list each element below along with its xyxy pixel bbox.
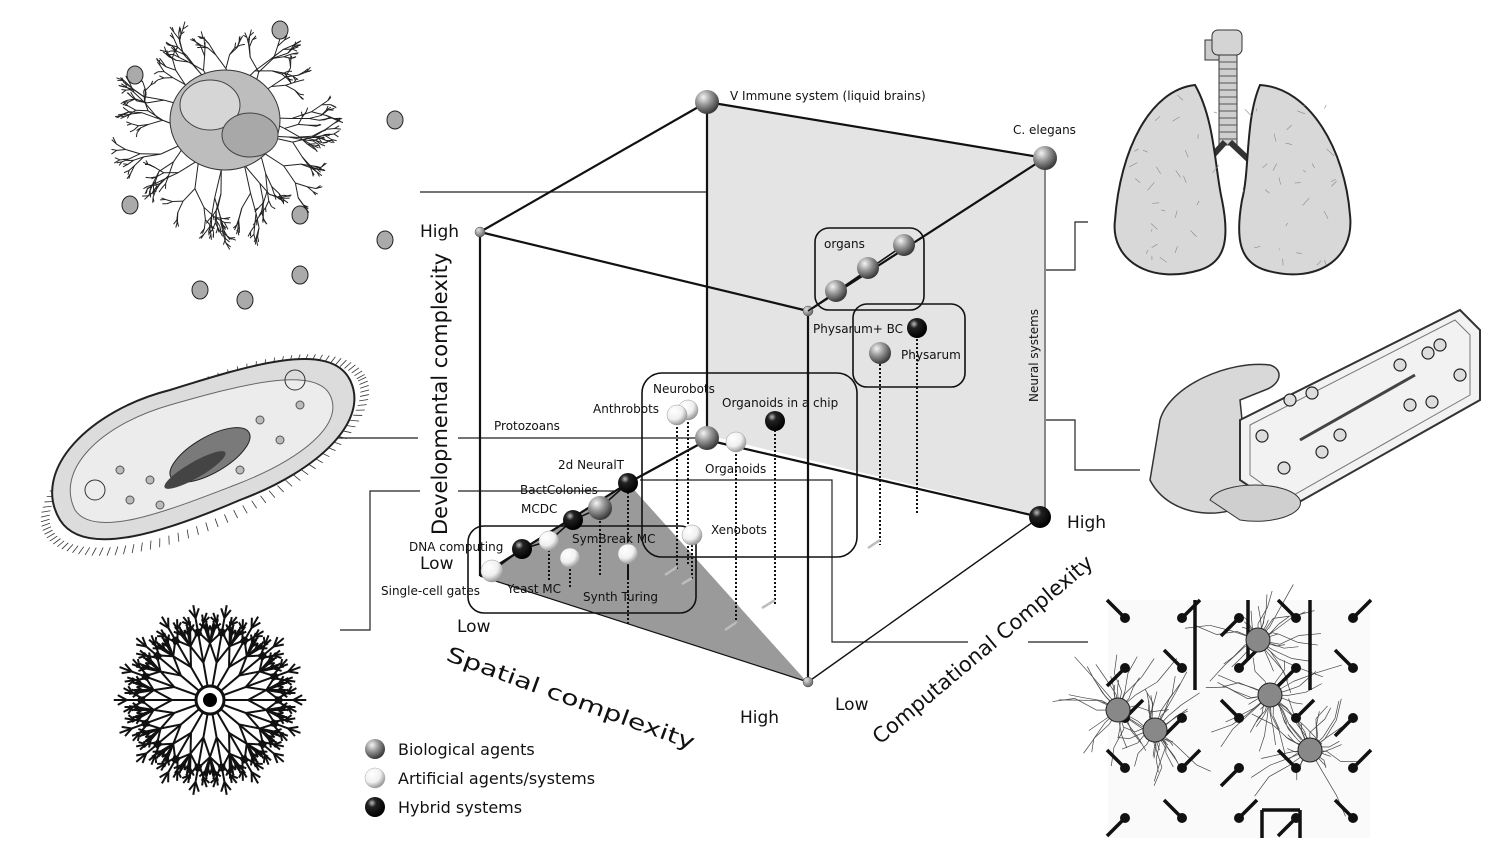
legend: Biological agents Artificial agents/syst… <box>364 739 595 817</box>
label-mcdc: MCDC <box>521 502 557 516</box>
mid-group-box <box>641 372 858 558</box>
label-physarum-bc: Physarum+ BC <box>813 322 903 336</box>
connector-fractal <box>340 490 420 631</box>
point-labels: V Immune system (liquid brains) C. elega… <box>381 89 1076 604</box>
label-organoids-chip: Organoids in a chip <box>722 396 838 410</box>
spatial-axis-high: High <box>740 708 779 728</box>
label-bactcolonies: BactColonies <box>520 483 598 497</box>
label-anthrobots: Anthrobots <box>593 402 659 416</box>
drop-lines <box>548 335 918 625</box>
legend-label-hybrid: Hybrid systems <box>398 798 522 817</box>
point-organs-3 <box>893 234 915 256</box>
point-protozoans <box>695 426 719 450</box>
point-yeast <box>559 547 581 569</box>
cube-corner-node <box>802 676 814 688</box>
point-organs-1 <box>825 280 847 302</box>
point-neuralt2d <box>618 473 638 493</box>
label-neurobots: Neurobots <box>653 382 715 396</box>
cube-corner-node <box>474 226 486 238</box>
label-symbreak: SymBreak MC <box>572 532 656 546</box>
spatial-axis-title: Spatial complexity <box>443 642 698 755</box>
point-organoids_chip <box>765 411 785 431</box>
dev-axis-high: High <box>420 222 459 242</box>
point-anthrobots <box>666 404 688 426</box>
label-physarum: Physarum <box>901 348 961 362</box>
low-group-box <box>467 525 697 614</box>
point-synthturing <box>617 543 639 565</box>
point-xenobots <box>681 524 703 546</box>
comp-axis-high: High <box>1067 513 1106 533</box>
floor-shadow-marks <box>664 538 881 632</box>
point-bactcolonies <box>588 496 612 520</box>
legend-label-biological: Biological agents <box>398 740 535 759</box>
legend-label-artificial: Artificial agents/systems <box>398 769 595 788</box>
lungs-illustration <box>1113 29 1352 276</box>
label-dna-computing: DNA computing <box>409 540 503 554</box>
dev-axis-low: Low <box>420 554 454 574</box>
label-organs: organs <box>824 237 865 251</box>
comp-axis-low: Low <box>835 695 869 715</box>
label-organoids: Organoids <box>705 462 766 476</box>
point-symbreak <box>538 530 560 552</box>
fungal-mycelium-illustration <box>111 20 404 310</box>
legend-item-hybrid: Hybrid systems <box>365 797 522 817</box>
data-points <box>474 90 1057 688</box>
point-physarum_bc <box>907 318 927 338</box>
point-highcorner <box>1029 506 1051 528</box>
point-immune <box>695 90 719 114</box>
legend-item-artificial: Artificial agents/systems <box>364 767 595 789</box>
label-immune: V Immune system (liquid brains) <box>730 89 926 103</box>
floor-plane <box>479 483 807 682</box>
legend-item-biological: Biological agents <box>365 739 535 759</box>
point-physarum <box>869 342 891 364</box>
point-singlecell <box>480 559 504 583</box>
point-organoids <box>725 431 747 453</box>
label-celegans: C. elegans <box>1013 123 1076 137</box>
neurons-on-electrode-array-illustration <box>1052 584 1373 838</box>
label-neuralt2d: 2d NeuralT <box>558 458 625 472</box>
label-yeast: Yeast MC <box>506 582 561 596</box>
paramecium-illustration <box>40 354 370 556</box>
label-synth-turing: Synth Turing <box>583 590 658 604</box>
group-boxes <box>467 227 966 614</box>
organ-on-chip-illustration <box>1149 308 1481 522</box>
point-celegans <box>1033 146 1057 170</box>
bacterial-colony-fractal-illustration <box>113 605 307 795</box>
neural-systems-label: Neural systems <box>1027 309 1041 402</box>
point-dna <box>512 539 532 559</box>
physarum-group-box <box>852 303 966 388</box>
label-xenobots: Xenobots <box>711 523 767 537</box>
dev-axis-title: Developmental complexity <box>428 253 452 535</box>
spatial-axis-low: Low <box>457 617 491 637</box>
legend-swatch-hybrid <box>365 797 385 817</box>
organs-group-box <box>814 227 925 311</box>
point-mcdc <box>563 510 583 530</box>
comp-axis-title: Computational Complexity <box>868 551 1098 749</box>
legend-swatch-biological <box>365 739 385 759</box>
label-protozoans: Protozoans <box>494 419 560 433</box>
point-organs-2 <box>857 257 879 279</box>
legend-swatch-artificial <box>364 767 386 789</box>
label-single-cell-gates: Single-cell gates <box>381 584 480 598</box>
